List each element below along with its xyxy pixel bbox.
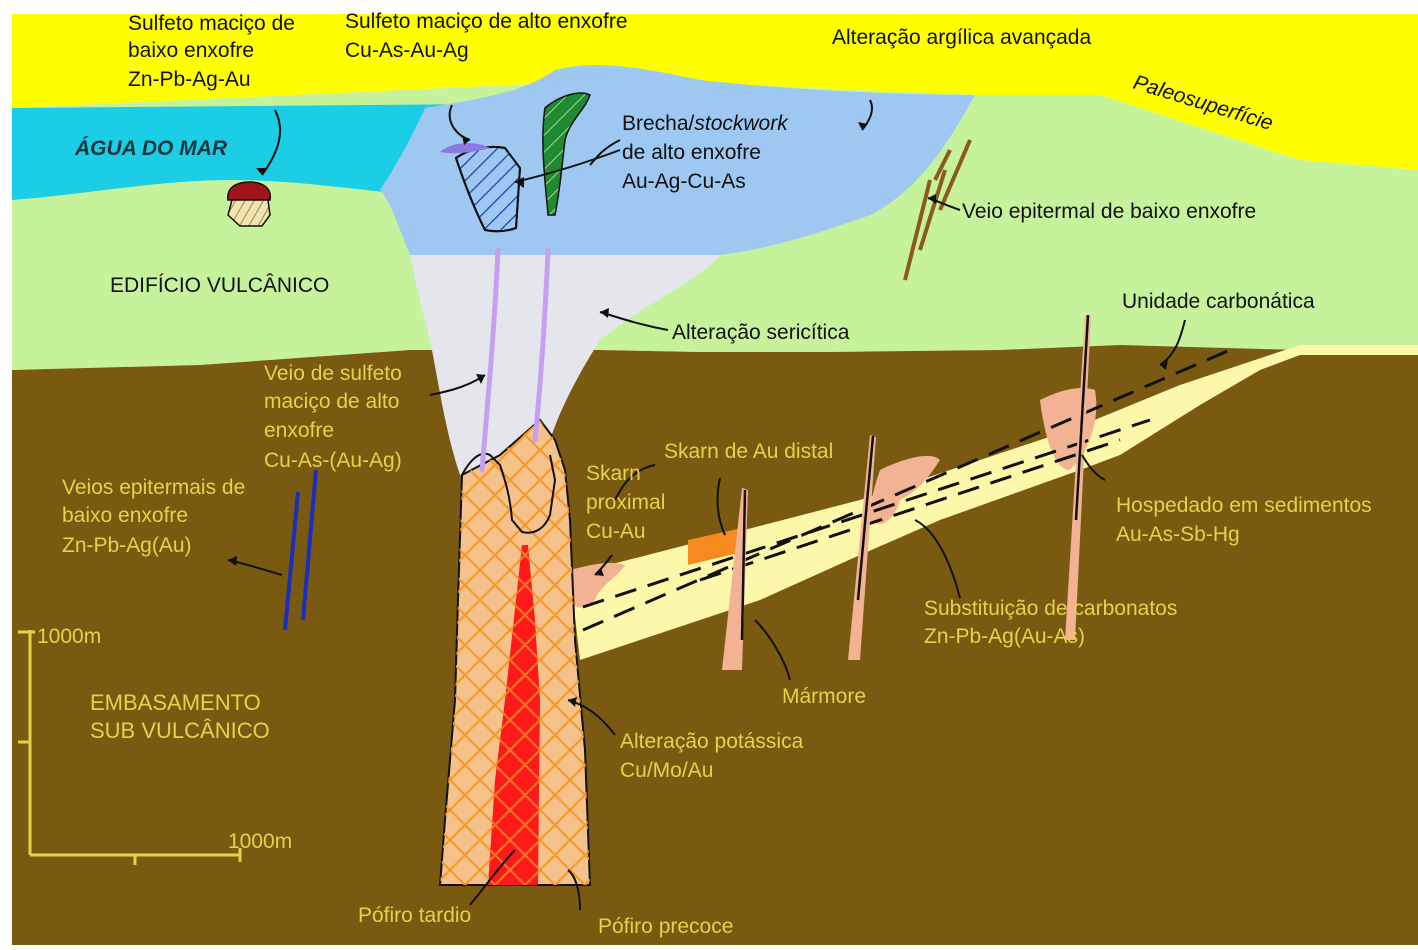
label-scale-vertical: 1000m [37, 625, 101, 648]
label-distal-skarn: Skarn de Au distal [664, 440, 833, 463]
label-line: Cu-As-(Au-Ag) [264, 449, 402, 472]
label-volcanic-edifice: EDIFÍCIO VULCÂNICO [110, 274, 329, 297]
label-carbonate-unit: Unidade carbonática [1122, 290, 1315, 313]
label-line: Veios epitermais de [62, 476, 245, 499]
label-sericitic: Alteração sericítica [672, 321, 850, 344]
label-line: Cu-As-Au-Ag [345, 39, 469, 62]
label-line: Veio de sulfeto [264, 362, 402, 385]
label-line: Cu-Au [586, 520, 646, 543]
label-line: Zn-Pb-Ag-Au [128, 68, 251, 91]
label-line: SUB VULCÂNICO [90, 718, 270, 743]
label-line: Au-Ag-Cu-As [622, 170, 746, 193]
label-line: Zn-Pb-Ag(Au-As) [924, 625, 1085, 648]
label-line: EMBASAMENTO [90, 690, 261, 715]
label-line: Au-As-Sb-Hg [1116, 523, 1240, 546]
label-advanced-argillic: Alteração argílica avançada [832, 26, 1091, 49]
label-marble: Mármore [782, 685, 866, 708]
label-line: Substituição de carbonatos [924, 597, 1177, 620]
label-line: Zn-Pb-Ag(Au) [62, 534, 192, 557]
label-line: enxofre [264, 419, 334, 442]
label-scale-horizontal: 1000m [228, 830, 292, 853]
label-low-sulfide-epithermal-vein: Veio epitermal de baixo enxofre [962, 200, 1256, 223]
label-line: proximal [586, 491, 665, 514]
label-line: Brecha/stockwork [622, 112, 789, 135]
label-line: Sulfeto maciço de [128, 12, 295, 35]
label-line: Skarn [586, 462, 641, 485]
label-line: baixo enxofre [128, 39, 254, 62]
label-line: de alto enxofre [622, 141, 761, 164]
mound-icon [228, 182, 271, 226]
label-line: Alteração potássica [620, 730, 804, 753]
label-line: Cu/Mo/Au [620, 759, 713, 782]
label-line: Sulfeto maciço de alto enxofre [345, 10, 628, 33]
label-line: Hospedado em sedimentos [1116, 494, 1372, 517]
label-line: maciço de alto [264, 390, 399, 413]
label-late-porphyry: Pófiro tardio [358, 904, 471, 927]
label-sea-water: ÁGUA DO MAR [74, 137, 228, 160]
label-early-porphyry: Pófiro precoce [598, 915, 733, 938]
label-line: baixo enxofre [62, 504, 188, 527]
